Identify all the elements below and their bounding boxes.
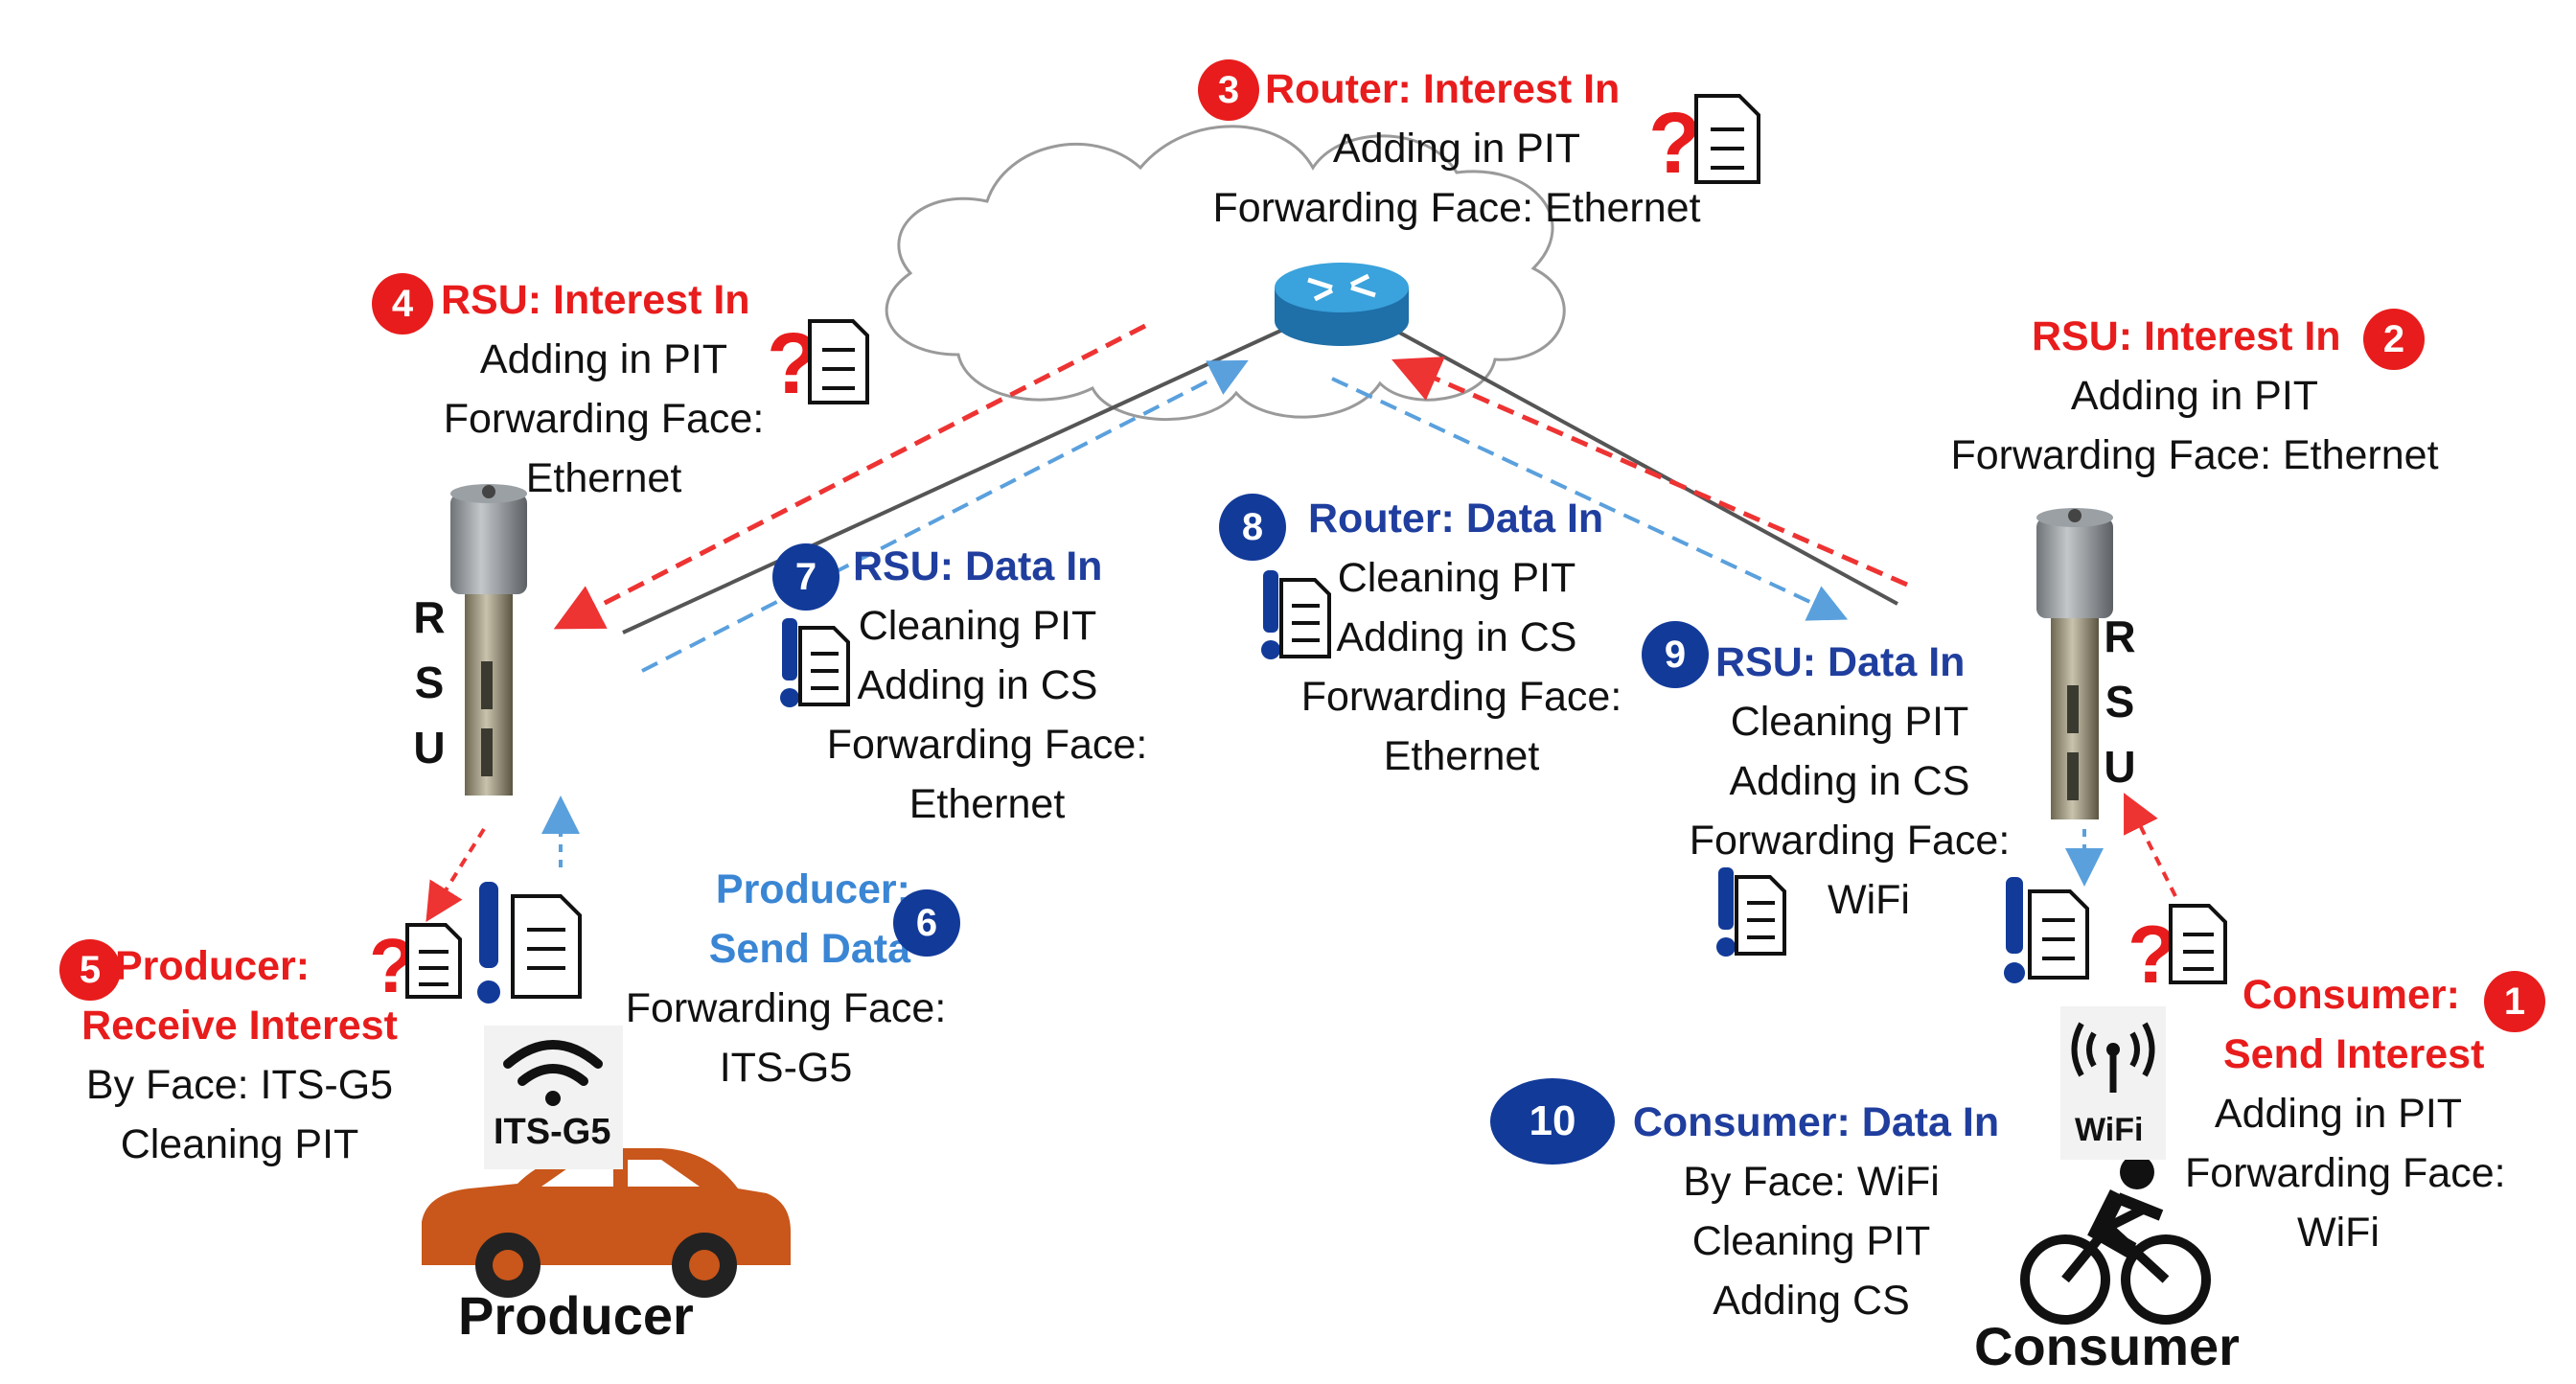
interest-arrow-consumer-to-right-rsu (2124, 793, 2177, 897)
data-document-icon (1261, 570, 1331, 659)
step-badge-6: 6 (893, 889, 960, 957)
step-7-title: RSU: Data In (853, 543, 1103, 589)
step-4-text: RSU: Interest In Adding in PIT Forwardin… (441, 277, 765, 501)
step-badge-10: 10 (1490, 1078, 1615, 1165)
link-router-rsu-right (1360, 310, 1898, 606)
consumer-label: Consumer (1974, 1316, 2240, 1376)
step-badge-7: 7 (772, 543, 840, 611)
data-document-icon (477, 882, 582, 1003)
step-badge-4: 4 (372, 273, 433, 334)
data-document-icon (780, 618, 850, 707)
step-5-text: Producer: Receive Interest By Face: ITS-… (81, 943, 398, 1167)
car-icon (422, 1148, 791, 1298)
interest-arrow-right-rsu-to-router (1392, 357, 1909, 588)
cloud-icon (885, 125, 1566, 421)
wifi-signal-icon (484, 1026, 623, 1169)
step-10-details: By Face: WiFi Cleaning PIT Adding CS (1683, 1159, 1940, 1324)
wifi-label: WiFi (2075, 1112, 2144, 1148)
step-badge-1: 1 (2484, 971, 2545, 1032)
step-2-text: RSU: Interest In Adding in PIT Forwardin… (1950, 313, 2439, 478)
step-9-title: RSU: Data In (1715, 639, 1966, 685)
svg-text:?: ? (1648, 96, 1701, 192)
step-8-title: Router: Data In (1308, 496, 1604, 542)
step-badge-5: 5 (59, 939, 121, 1001)
step-8-forwarding: Forwarding Face: Ethernet (1300, 674, 1622, 779)
producer-label: Producer (458, 1285, 694, 1346)
its-g5-label: ITS-G5 (494, 1112, 611, 1152)
step-badge-8: 8 (1219, 494, 1286, 561)
router-icon (1275, 263, 1409, 346)
data-arrow-router-to-right-rsu (1331, 377, 1849, 621)
step-1-text: Consumer: Send Interest Adding in PIT Fo… (2185, 972, 2506, 1256)
rsu-pole-icon (2036, 508, 2113, 819)
cyclist-icon (2020, 1155, 2211, 1325)
wifi-antenna-icon (2060, 1006, 2166, 1160)
step-7-forwarding: Forwarding Face: Ethernet (826, 722, 1148, 827)
step-10-title: Consumer: Data In (1632, 1099, 2000, 1145)
data-arrow-left-rsu-to-router (641, 359, 1249, 673)
step-badge-3: 3 (1198, 59, 1259, 121)
step-badge-9: 9 (1642, 621, 1709, 688)
step-9-details: Cleaning PIT Adding in CS (1729, 699, 1970, 804)
step-8-details: Cleaning PIT Adding in CS (1336, 555, 1577, 660)
interest-arrow-left-rsu-to-producer (426, 827, 486, 922)
data-document-icon (1716, 867, 1786, 957)
step-3-text: Router: Interest In Adding in PIT Forwar… (1212, 66, 1701, 231)
interest-document-icon: ? (369, 923, 462, 1008)
step-6-title: Producer: Send Data (708, 866, 910, 972)
data-document-icon (2004, 877, 2089, 983)
interest-document-icon: ? (767, 316, 869, 412)
rsu-pole-icon (450, 484, 527, 796)
step-7-details: Cleaning PIT Adding in CS (857, 603, 1098, 708)
interest-document-icon: ? (1648, 94, 1760, 192)
step-9-forwarding: Forwarding Face: WiFi (1689, 818, 2011, 923)
step-badge-2: 2 (2363, 309, 2425, 370)
step-6-details: Forwarding Face: ITS-G5 (625, 985, 947, 1091)
interest-document-icon: ? (2128, 904, 2227, 1001)
